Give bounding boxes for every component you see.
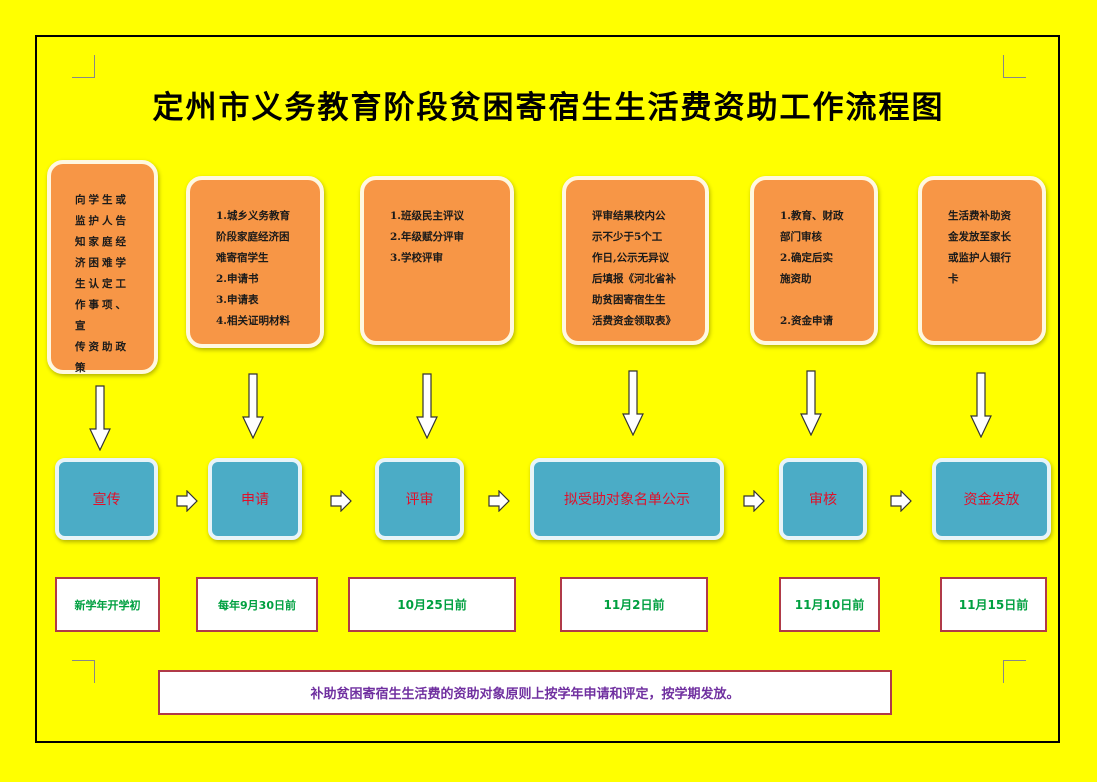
detail-box-payment: 生活费补助资 金发放至家长 或监护人银行 卡: [918, 176, 1046, 345]
down-arrow-icon: [242, 373, 264, 439]
right-arrow-icon: [176, 490, 198, 512]
right-arrow-icon: [330, 490, 352, 512]
down-arrow-icon: [970, 372, 992, 438]
footnote: 补助贫困寄宿生生活费的资助对象原则上按学年申请和评定，按学期发放。: [158, 670, 892, 715]
right-arrow-icon: [890, 490, 912, 512]
down-arrow-icon: [89, 385, 111, 451]
crop-mark: [1003, 660, 1026, 683]
date-publicity: 新学年开学初: [55, 577, 160, 632]
date-publication: 11月2日前: [560, 577, 708, 632]
crop-mark: [72, 660, 95, 683]
page-title: 定州市义务教育阶段贫困寄宿生生活费资助工作流程图: [152, 90, 945, 126]
step-audit: 审核: [779, 458, 867, 540]
date-application: 每年9月30日前: [196, 577, 318, 632]
step-payment: 资金发放: [932, 458, 1051, 540]
step-publication: 拟受助对象名单公示: [530, 458, 724, 540]
detail-box-publicity: 向学生或 监护人告 知家庭经 济困难学 生认定工 作事项、宣 传资助政 策: [47, 160, 158, 374]
step-application: 申请: [208, 458, 302, 540]
date-review: 10月25日前: [348, 577, 516, 632]
crop-mark: [72, 55, 95, 78]
down-arrow-icon: [622, 370, 644, 436]
date-payment: 11月15日前: [940, 577, 1047, 632]
right-arrow-icon: [488, 490, 510, 512]
date-audit: 11月10日前: [779, 577, 880, 632]
step-publicity: 宣传: [55, 458, 158, 540]
crop-mark: [1003, 55, 1026, 78]
detail-box-review: 1.班级民主评议 2.年级赋分评审 3.学校评审: [360, 176, 514, 345]
step-review: 评审: [375, 458, 464, 540]
right-arrow-icon: [743, 490, 765, 512]
down-arrow-icon: [416, 373, 438, 439]
down-arrow-icon: [800, 370, 822, 436]
detail-box-audit: 1.教育、财政 部门审核 2.确定后实 施资助 2.资金申请: [750, 176, 878, 345]
detail-box-application: 1.城乡义务教育 阶段家庭经济困 难寄宿学生 2.申请书 3.申请表 4.相关证…: [186, 176, 324, 348]
detail-box-publication: 评审结果校内公 示不少于5个工 作日,公示无异议 后填报《河北省补 助贫困寄宿生…: [562, 176, 709, 345]
page-border: [35, 35, 1060, 743]
